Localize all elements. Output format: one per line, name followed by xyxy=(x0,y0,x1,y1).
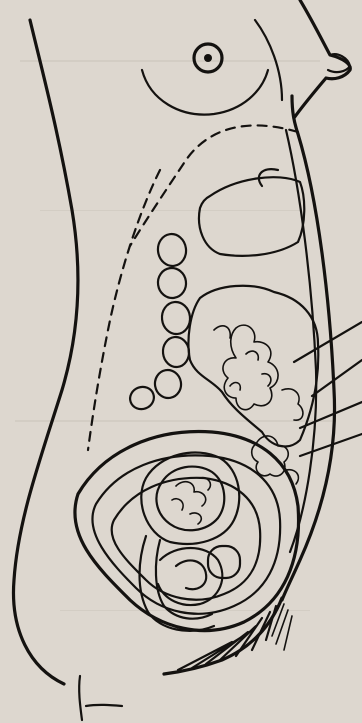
leg-base xyxy=(86,705,122,706)
nipple-inner xyxy=(204,54,212,62)
